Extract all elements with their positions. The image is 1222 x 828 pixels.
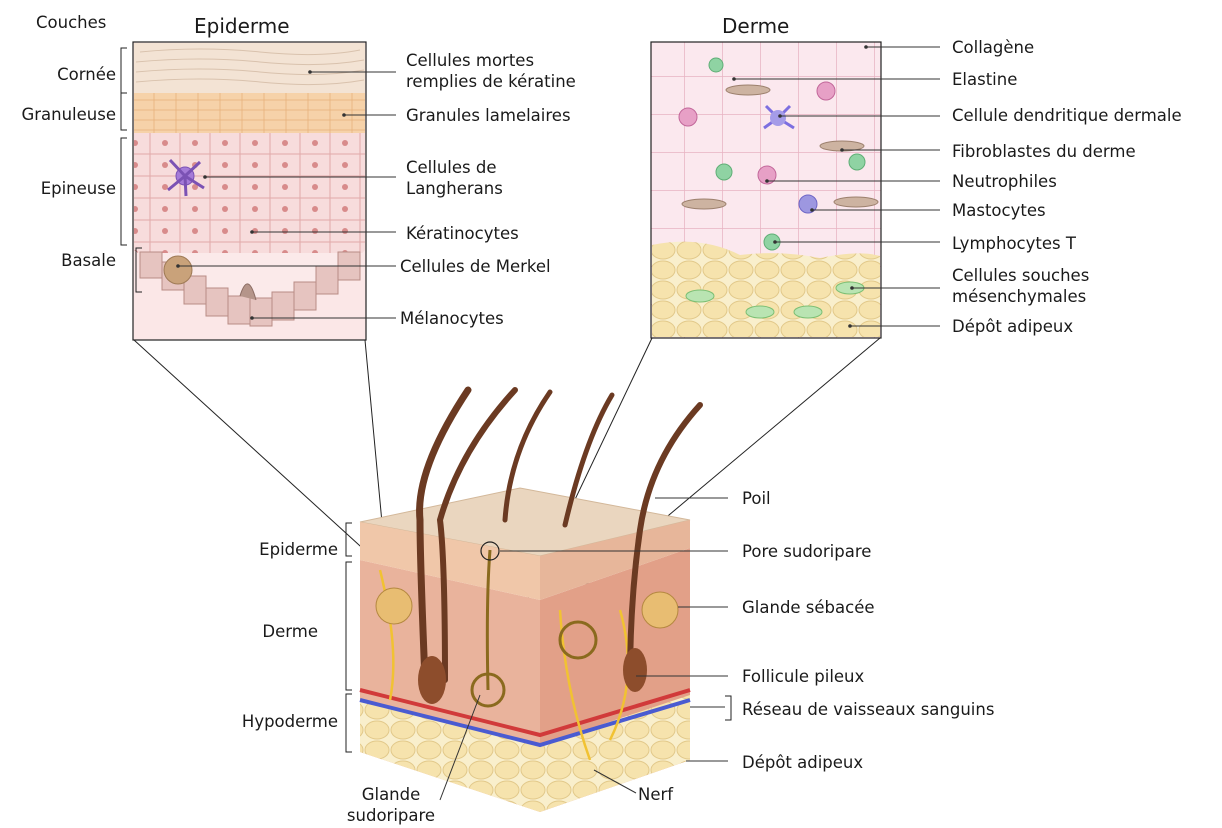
dermis-title: Derme bbox=[722, 14, 789, 38]
layer-corneum: Cornée bbox=[57, 64, 116, 85]
label-neutrophils: Neutrophiles bbox=[952, 171, 1057, 192]
label-merkel: Cellules de Merkel bbox=[400, 256, 551, 277]
label-hair-follicle: Follicule pileux bbox=[742, 666, 864, 687]
dermis-inset bbox=[651, 42, 881, 338]
label-fibroblasts: Fibroblastes du derme bbox=[952, 141, 1136, 162]
label-collagen: Collagène bbox=[952, 37, 1034, 58]
label-sweat-gland: Glande sudoripare bbox=[336, 784, 446, 826]
label-nerve: Nerf bbox=[638, 784, 673, 805]
layers-header: Couches bbox=[36, 12, 106, 33]
label-melanocytes: Mélanocytes bbox=[400, 308, 504, 329]
label-hair: Poil bbox=[742, 488, 771, 509]
label-t-lymphocytes: Lymphocytes T bbox=[952, 233, 1076, 254]
label-sebaceous-gland: Glande sébacée bbox=[742, 597, 875, 618]
label-keratinocytes: Kératinocytes bbox=[406, 223, 519, 244]
skin-layer-dermis: Derme bbox=[262, 621, 318, 642]
layer-spinosum: Epineuse bbox=[41, 178, 116, 199]
label-adipose-skin: Dépôt adipeux bbox=[742, 752, 863, 773]
label-langerhans: Cellules de Langherans bbox=[406, 157, 503, 199]
label-dead-cells: Cellules mortes remplies de kératine bbox=[406, 50, 576, 92]
skin-layer-hypodermis: Hypoderme bbox=[242, 711, 338, 732]
layer-basale: Basale bbox=[61, 250, 116, 271]
layer-granulosum: Granuleuse bbox=[21, 104, 116, 125]
label-sweat-pore: Pore sudoripare bbox=[742, 541, 871, 562]
label-lamellar-granules: Granules lamelaires bbox=[406, 105, 571, 126]
epidermis-inset bbox=[133, 42, 366, 340]
label-elastin: Elastine bbox=[952, 69, 1017, 90]
epidermis-title: Epiderme bbox=[194, 14, 290, 38]
skin-layer-epidermis: Epiderme bbox=[259, 539, 338, 560]
label-adipose-dermis: Dépôt adipeux bbox=[952, 316, 1073, 337]
label-stem-cells: Cellules souches mésenchymales bbox=[952, 265, 1089, 307]
label-dendritic: Cellule dendritique dermale bbox=[952, 105, 1182, 126]
skin-block bbox=[360, 390, 700, 812]
label-blood-vessels: Réseau de vaisseaux sanguins bbox=[742, 699, 994, 720]
label-mastocytes: Mastocytes bbox=[952, 200, 1046, 221]
